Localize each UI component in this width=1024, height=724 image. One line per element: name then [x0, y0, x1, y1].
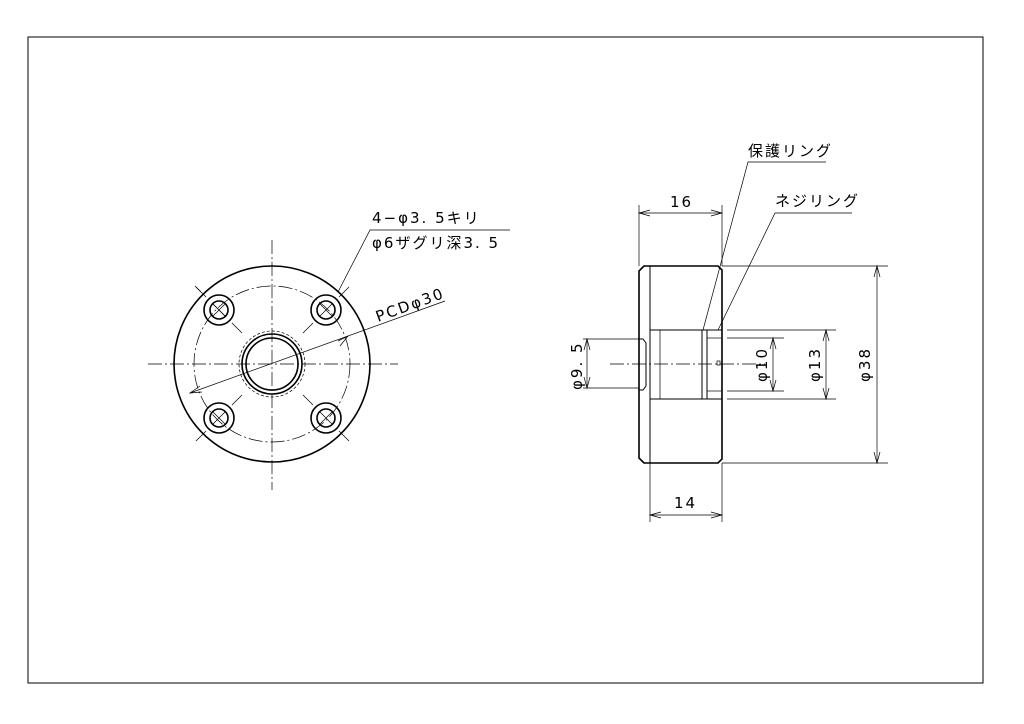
hole-note-line2: φ6ザグリ深3. 5: [372, 234, 500, 252]
dim-dia-9-5: φ9. 5: [568, 341, 586, 390]
pcd-label: PCDφ30: [373, 284, 447, 326]
dim-width-14: 14: [674, 494, 697, 512]
bolt-hole: [310, 402, 342, 434]
pcd-dimension-line: [189, 300, 446, 394]
label-screw-ring: ネジリング: [775, 192, 860, 210]
protect-ring-leader: [702, 161, 826, 331]
step-collar: [639, 338, 647, 391]
pcd-circle: [193, 285, 351, 443]
center-bore-outer: [241, 333, 303, 395]
center-bore-hidden: [238, 330, 306, 398]
bore-section: [649, 329, 723, 400]
body-outline: [638, 265, 723, 464]
bolt-holes: [194, 285, 350, 442]
label-protect-ring: 保護リング: [748, 142, 833, 160]
bolt-hole: [310, 294, 342, 326]
sheet-border: [27, 36, 984, 684]
hole-note-leader: [337, 229, 510, 293]
hole-note-line1: 4−φ3. 5キリ: [372, 209, 481, 227]
dim-width-16: 16: [670, 193, 693, 211]
screw-ring-leader: [717, 212, 852, 331]
bolt-hole: [203, 402, 235, 434]
dim-dia-13: φ13: [806, 347, 824, 382]
outer-flange-circle: [173, 265, 371, 463]
front-view: 4−φ3. 5キリ φ6ザグリ深3. 5 PCDφ30: [148, 209, 510, 490]
dim-dia-38: φ38: [856, 347, 874, 382]
bolt-hole: [194, 285, 244, 335]
center-bore-inner: [245, 337, 299, 391]
dim-dia-10: φ10: [753, 347, 771, 382]
side-view: 16 14 φ38 φ13 φ10 φ9. 5 保護リング ネジリング: [568, 142, 888, 522]
